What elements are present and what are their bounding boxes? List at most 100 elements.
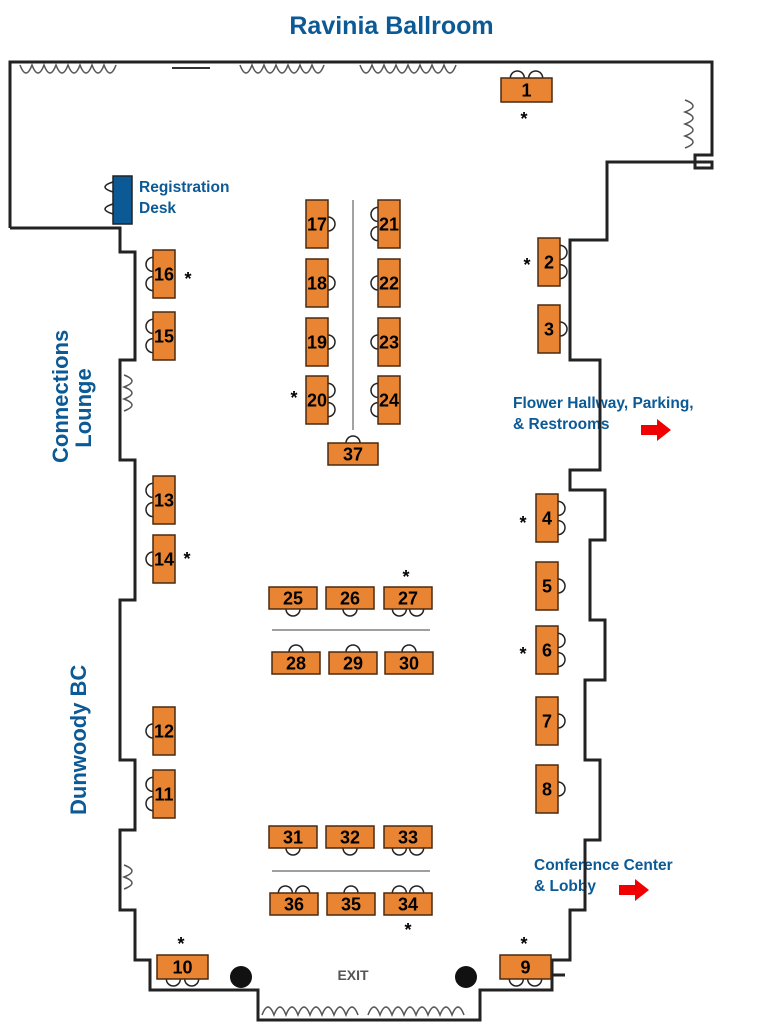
table-number-label: 37 <box>343 445 363 465</box>
table-number-label: 22 <box>379 274 399 294</box>
table-number-label: 8 <box>542 780 552 800</box>
table-35: 35 <box>326 885 376 916</box>
table-9: 9* <box>499 934 552 987</box>
table-14-chair-icon <box>145 551 154 567</box>
table-number-label: 2 <box>544 253 554 273</box>
table-2-top <box>537 237 561 287</box>
star-marker-icon: * <box>519 513 526 533</box>
table-number-label: 16 <box>154 265 174 285</box>
table-27-top <box>383 586 433 610</box>
table-12-chair-icon <box>145 723 154 739</box>
pillar-left-icon <box>230 966 252 988</box>
table-21-top <box>377 199 401 249</box>
table-16-chair-icon <box>145 256 154 292</box>
table-number-label: 32 <box>340 828 360 848</box>
table-20-top <box>305 375 329 425</box>
table-20-chair-icon <box>327 382 336 418</box>
table-number-label: 11 <box>154 785 173 805</box>
star-marker-icon: * <box>177 934 184 954</box>
registration-desk-label: Registration Desk <box>139 178 229 220</box>
table-number-label: 26 <box>340 589 360 609</box>
star-marker-icon: * <box>523 255 530 275</box>
table-number-label: 4 <box>542 509 552 529</box>
table-25-chair-icon <box>285 608 301 617</box>
table-25: 25 <box>268 586 318 617</box>
walls <box>8 60 714 1022</box>
star-marker-icon: * <box>404 920 411 940</box>
table-9-top <box>499 954 552 980</box>
table-11-top <box>152 769 176 819</box>
flower-hallway-arrow-icon <box>641 419 671 441</box>
table-31: 31 <box>268 825 318 856</box>
table-13-top <box>152 475 176 525</box>
table-12-top <box>152 706 176 756</box>
table-number-label: 14 <box>154 550 174 570</box>
table-17-top <box>305 199 329 249</box>
exit-label: EXIT <box>337 967 369 983</box>
table-1: 1* <box>500 70 553 129</box>
outer-wall <box>8 60 714 1022</box>
table-13: 13 <box>145 475 176 525</box>
registration-desk-table <box>112 175 133 225</box>
table-29-chair-icon <box>345 644 361 653</box>
table-15-chair-icon <box>145 318 154 354</box>
table-15-top <box>152 311 176 361</box>
table-37: 37 <box>327 435 379 466</box>
table-34-top <box>383 892 433 916</box>
table-number-label: 34 <box>398 895 418 915</box>
table-26-chair-icon <box>342 608 358 617</box>
conference-center-arrow-icon <box>619 879 649 901</box>
registration-desk-label-line1: Registration <box>139 179 230 196</box>
table-number-label: 28 <box>286 654 306 674</box>
table-34: 34 * <box>383 885 433 940</box>
table-number-label: 18 <box>307 274 327 294</box>
table-31-top <box>268 825 318 849</box>
table-30-top <box>384 651 434 675</box>
tables-layer: 1*2*34*56*789*10*11121314*1516*17181920*… <box>145 70 568 987</box>
table-4-top <box>535 493 559 543</box>
table-5-top <box>535 561 559 611</box>
table-6-top <box>535 625 559 675</box>
table-32: 32 <box>325 825 375 856</box>
table-36-chair-icon <box>277 885 311 894</box>
table-23: 23 <box>370 317 401 367</box>
ballroom-doors <box>19 62 694 1018</box>
table-14: 14 * <box>145 534 191 584</box>
table-24-chair-icon <box>370 382 379 418</box>
table-18: 18 <box>305 258 336 308</box>
table-21: 21 <box>370 199 401 249</box>
table-30-chair-icon <box>401 644 417 653</box>
dividers <box>272 200 430 872</box>
table-20: 20* <box>290 375 336 425</box>
table-28: 28 <box>271 644 321 675</box>
table-27-chair-icon <box>391 608 425 617</box>
star-marker-icon: * <box>183 549 190 569</box>
table-31-chair-icon <box>285 847 301 856</box>
table-3-chair-icon <box>559 321 568 337</box>
table-37-top <box>327 442 379 466</box>
table-number-label: 17 <box>307 215 327 235</box>
table-32-top <box>325 825 375 849</box>
table-24: 24 <box>370 375 401 425</box>
table-number-label: 1 <box>521 81 531 101</box>
table-3-top <box>537 304 561 354</box>
table-26-top <box>325 586 375 610</box>
conference-center-label-line1: Conference Center <box>534 857 673 874</box>
table-15: 15 <box>145 311 176 361</box>
table-4: 4* <box>519 493 566 543</box>
table-3: 3 <box>537 304 568 354</box>
table-10-chair-icon <box>165 978 200 987</box>
table-number-label: 12 <box>154 722 174 742</box>
flower-hallway-label-line1: Flower Hallway, Parking, <box>513 395 694 412</box>
table-16-top <box>152 249 176 299</box>
table-7: 7 <box>535 696 566 746</box>
table-22-top <box>377 258 401 308</box>
star-marker-icon: * <box>520 109 527 129</box>
table-8-chair-icon <box>557 781 566 797</box>
table-number-label: 36 <box>284 895 304 915</box>
table-number-label: 20 <box>307 391 327 411</box>
table-10: 10* <box>156 934 209 987</box>
table-8-top <box>535 764 559 814</box>
table-1-top <box>500 77 553 103</box>
table-26: 26 <box>325 586 375 617</box>
